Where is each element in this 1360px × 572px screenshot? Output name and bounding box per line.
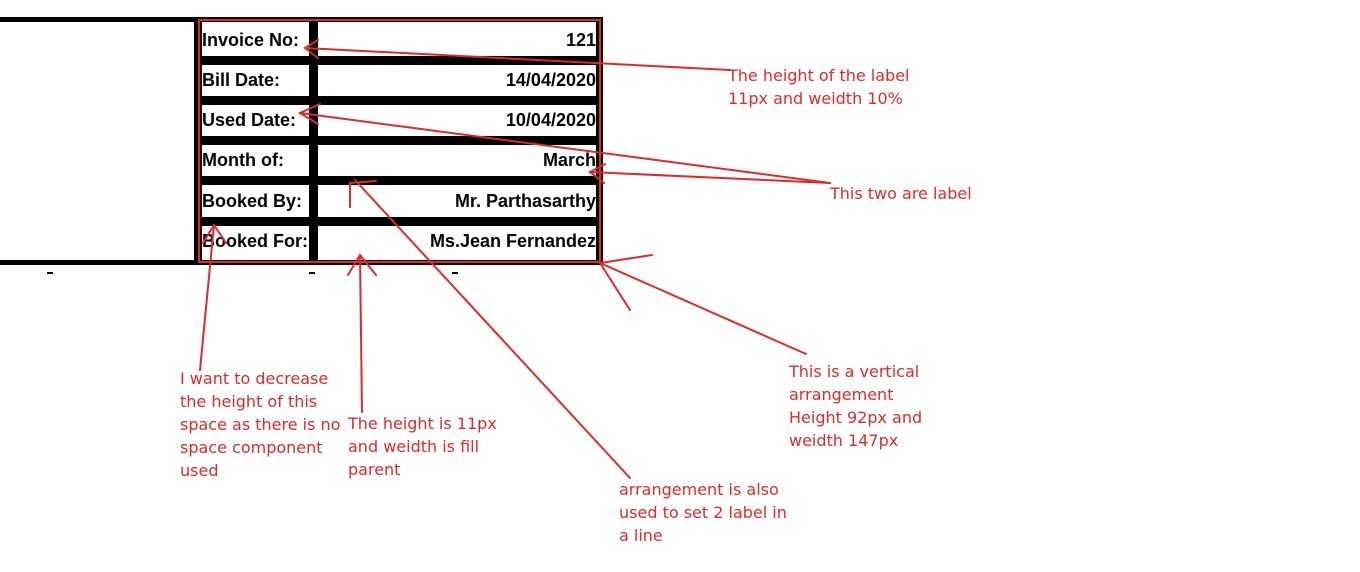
arrow-head (349, 180, 377, 208)
arrow-head (202, 223, 227, 244)
month-of-label: Month of: (202, 145, 309, 175)
arrow-head (347, 253, 377, 276)
arrow-line (599, 262, 807, 355)
row-separator (194, 136, 603, 145)
booked-for-label: Booked For: (202, 226, 309, 256)
used-date-value: 10/04/2020 (318, 105, 596, 135)
annotation-line: 11px and weidth 10% (728, 89, 903, 108)
arrow-head (598, 254, 653, 311)
bill-date-value: 14/04/2020 (318, 65, 596, 95)
invoice-no-label: Invoice No: (202, 25, 309, 55)
arrow-line (199, 224, 215, 371)
arrow-line (359, 254, 363, 413)
annotation-label-size: The height of the label 11px and weidth … (728, 64, 909, 110)
used-date-label: Used Date: (202, 105, 309, 135)
annotation-line: The height of the label (728, 66, 910, 85)
annotation-arrangement: arrangement is also used to set 2 label … (619, 480, 787, 545)
month-of-value: March (318, 145, 596, 175)
arrow-head (303, 39, 319, 59)
arrow-line (299, 112, 831, 184)
row-separator (194, 176, 603, 185)
row-separator (194, 96, 603, 105)
annotation-two-labels: This two are label (830, 184, 972, 203)
row-separator (194, 56, 603, 65)
arrow-line (304, 47, 731, 71)
dash-mark (452, 272, 458, 274)
booked-for-value: Ms.Jean Fernandez (318, 226, 596, 256)
annotation-space: I want to decrease the height of this sp… (180, 369, 341, 480)
annotation-value-size: The height is 11px and weidth is fill pa… (348, 414, 497, 479)
arrangement-outline (198, 19, 601, 263)
booked-by-label: Booked By: (202, 186, 309, 216)
dash-mark (47, 272, 53, 274)
arrow-line (589, 171, 831, 184)
invoice-no-value: 121 (318, 25, 596, 55)
dash-mark (309, 272, 315, 274)
bill-date-label: Bill Date: (202, 65, 309, 95)
arrow-head (297, 103, 321, 125)
arrow-line (354, 179, 631, 479)
annotation-vertical-arrangement: This is a vertical arrangement Height 92… (789, 362, 923, 450)
row-separator (194, 217, 603, 226)
arrow-head (588, 163, 606, 184)
